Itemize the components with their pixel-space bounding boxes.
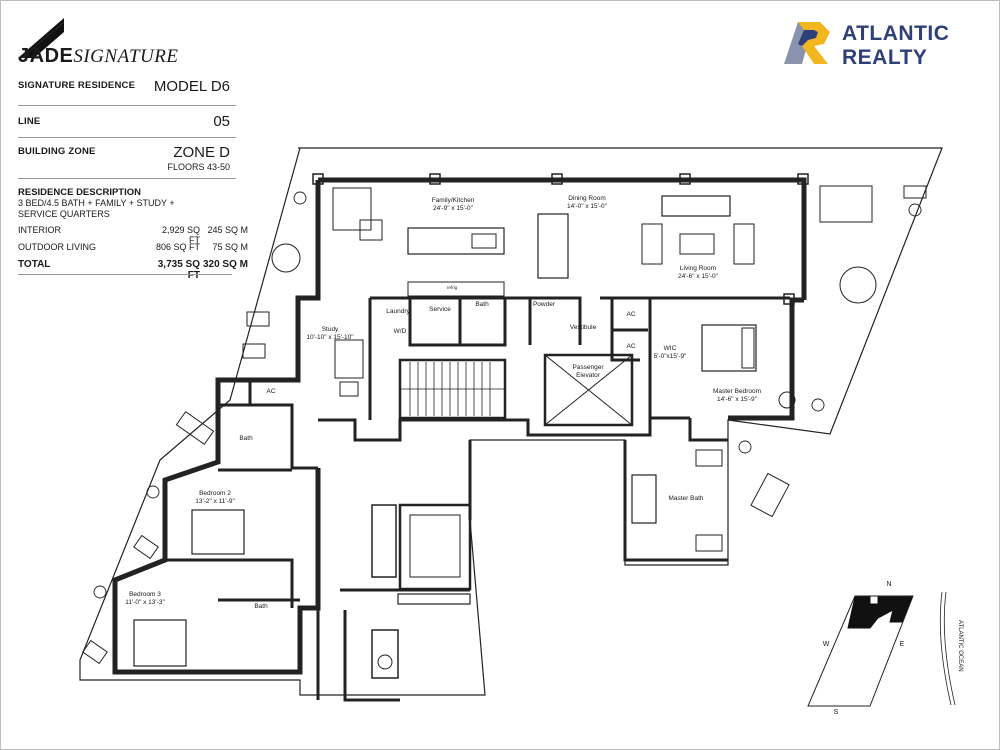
key-plan [807, 591, 956, 707]
room-family-name: Family/Kitchen [432, 197, 475, 204]
jade-wordmark: JADESIGNATURE [18, 45, 179, 67]
interior-sqft: 2,929 SQ FT [161, 225, 200, 245]
outdoor-label: OUTDOOR LIVING [18, 242, 97, 252]
residence-value: MODEL D6 [153, 78, 230, 95]
description-heading: RESIDENCE DESCRIPTION [18, 187, 141, 198]
atlantic-realty-logo: ATLANTIC REALTY [784, 20, 984, 70]
room-dining-name: Dining Room [568, 195, 606, 202]
room-bed2-name: Bedroom 2 [199, 490, 231, 497]
residence-description: RESIDENCE DESCRIPTION 3 BED/4.5 BATH + F… [18, 187, 236, 220]
interior-sqm: 245 SQ M [207, 225, 248, 235]
room-ac-1: AC [626, 311, 635, 318]
room-bed3-dims: 11'-0" x 13'-3" [125, 599, 165, 606]
room-dining-dims: 14'-0" x 15'-0" [567, 203, 608, 210]
room-wic-name: WIC [664, 345, 677, 352]
compass-w: W [823, 641, 830, 648]
room-elevator-1: Passenger [572, 364, 604, 371]
room-wd: W/D [394, 328, 407, 335]
compass-s: S [834, 709, 839, 716]
room-bath-1: Bath [239, 435, 253, 442]
zone-label: BUILDING ZONE [18, 146, 96, 157]
total-sqft: 3,735 SQ FT [157, 259, 200, 281]
jade-logo-mark-icon [18, 18, 64, 58]
description-line-1: 3 BED/4.5 BATH + FAMILY + STUDY + [18, 198, 175, 208]
residence-label: SIGNATURE RESIDENCE [18, 80, 136, 91]
room-ac-2: AC [626, 343, 635, 350]
info-row-line: LINE 05 [18, 106, 236, 138]
room-bath-3: Bath [254, 603, 268, 610]
room-service-bath: Bath [475, 301, 489, 308]
description-line-2: SERVICE QUARTERS [18, 209, 110, 219]
room-service: Service [429, 306, 451, 313]
line-label: LINE [18, 116, 41, 127]
room-bed3-name: Bedroom 3 [129, 591, 161, 598]
room-master-dims: 14'-6" x 15'-9" [717, 396, 758, 403]
info-row-zone: BUILDING ZONE ZONE D FLOORS 43-50 [18, 138, 236, 179]
room-elevator-2: Elevator [576, 372, 601, 379]
compass-e: E [900, 641, 905, 648]
atlantic-realty-mark-icon [784, 22, 830, 64]
compass-n: N [886, 581, 891, 588]
interior-label: INTERIOR [18, 225, 62, 235]
fridge-label: refrig [447, 285, 458, 290]
room-master-name: Master Bedroom [713, 388, 761, 395]
line-value: 05 [213, 113, 230, 130]
total-sqm: 320 SQ M [202, 259, 248, 270]
total-divider [18, 274, 232, 275]
room-study-name: Study [322, 326, 339, 333]
room-bed2-dims: 13'-2" x 11'-9" [195, 498, 235, 505]
room-living-name: Living Room [680, 265, 716, 272]
room-family-dims: 24'-9" x 15'-0" [433, 205, 474, 212]
jade-signature-logo: JADESIGNATURE [18, 18, 208, 68]
room-living-dims: 24'-6" x 15'-0" [678, 273, 719, 280]
info-row-residence: SIGNATURE RESIDENCE MODEL D6 [18, 75, 236, 106]
zone-floors: FLOORS 43-50 [167, 162, 230, 172]
atlantic-realty-wordmark: ATLANTIC REALTY [842, 22, 949, 70]
room-laundry: Laundry [386, 308, 410, 315]
ocean-label: ATLANTIC OCEAN [957, 620, 963, 672]
room-wic-dims: 5'-0"x15'-9" [654, 353, 687, 360]
room-ac-3: AC [266, 388, 275, 395]
atlantic-word: ATLANTIC [842, 22, 950, 45]
outdoor-sqft: 806 SQ FT [155, 242, 200, 252]
total-label: TOTAL [18, 259, 51, 270]
outdoor-sqm: 75 SQ M [212, 242, 248, 252]
room-study-dims: 10'-10" x 15'-10" [306, 334, 354, 341]
room-powder: Powder [533, 301, 556, 308]
realty-word: REALTY [842, 46, 928, 69]
room-master-bath: Master Bath [668, 495, 703, 502]
zone-value: ZONE D [173, 144, 230, 161]
exterior-wall [112, 177, 807, 675]
room-vestibule: Vestibule [570, 324, 597, 331]
